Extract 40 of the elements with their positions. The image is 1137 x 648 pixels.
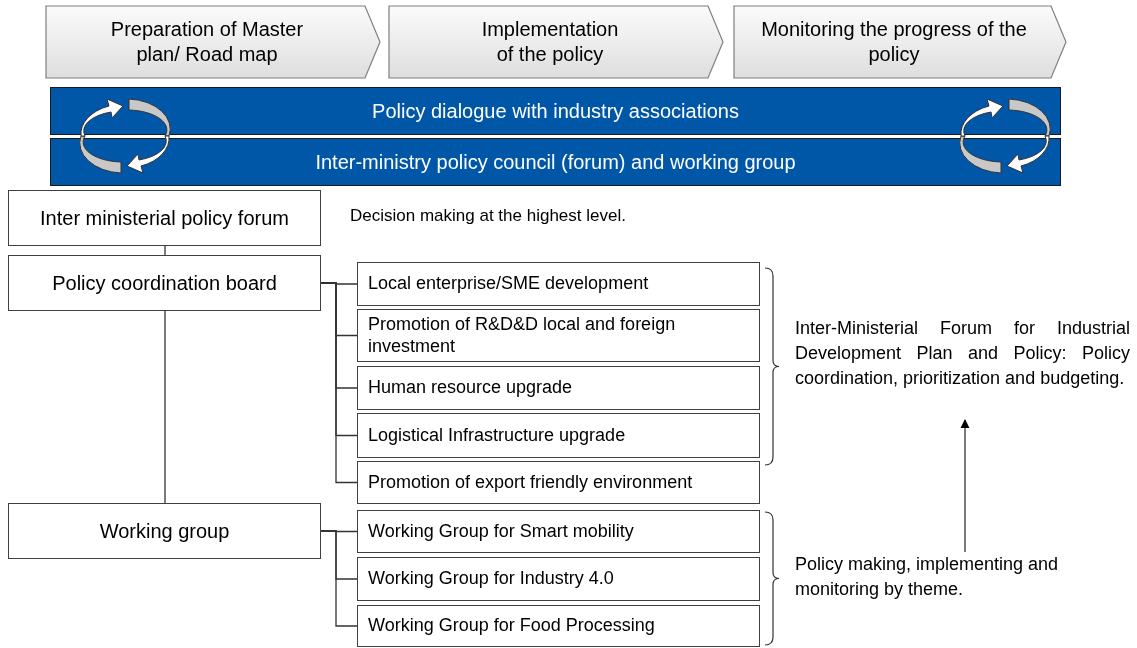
policy-band xyxy=(50,87,1061,135)
task-box xyxy=(357,366,760,410)
task-box xyxy=(357,605,760,647)
band-label: Inter-ministry policy council (forum) and working group xyxy=(315,150,796,174)
task-box xyxy=(357,413,760,458)
process-stage-banner xyxy=(733,5,1067,79)
note-text: Inter-Ministerial Forum for Industrial Development Plan and Policy: Policy coordination, prioritization and budgeting. xyxy=(795,317,1130,391)
box-label: Working Group for Smart mobility xyxy=(368,520,634,543)
band-label: Policy dialogue with industry associations xyxy=(372,99,739,123)
organization-box xyxy=(8,255,321,311)
note-text: Policy making, implementing and monitoring by theme. xyxy=(795,553,1060,602)
box-label: Logistical Infrastructure upgrade xyxy=(368,424,626,447)
connector-line xyxy=(320,282,358,484)
connector-line xyxy=(164,310,166,504)
box-label: Inter ministerial policy forum xyxy=(40,206,289,230)
connector-line xyxy=(164,245,166,256)
box-label: Promotion of export friendly environment xyxy=(368,471,693,494)
organization-box xyxy=(8,190,321,246)
task-box xyxy=(357,309,760,362)
box-label: Working Group for Food Processing xyxy=(368,615,655,637)
policy-band xyxy=(50,138,1061,186)
box-label: Working Group for Industry 4.0 xyxy=(368,568,614,590)
connector-line xyxy=(320,530,358,627)
task-box xyxy=(357,461,760,504)
box-label: Human resource upgrade xyxy=(368,377,573,399)
box-label: Working group xyxy=(99,519,230,543)
box-label: Promotion of R&D&D local and foreign investment xyxy=(368,313,677,358)
process-stage-banner xyxy=(388,5,724,79)
task-box xyxy=(357,262,760,306)
organization-box xyxy=(8,503,321,559)
task-box xyxy=(357,557,760,601)
box-label: Policy coordination board xyxy=(52,271,277,295)
stage-label: Preparation of Master plan/ Road map xyxy=(109,17,305,67)
stage-label: Monitoring the progress of the policy xyxy=(760,17,1028,67)
arrow xyxy=(960,419,970,553)
side-note: Decision making at the highest level. xyxy=(350,206,626,226)
task-box xyxy=(357,510,760,553)
box-label: Local enterprise/SME development xyxy=(368,273,649,295)
process-stage-banner xyxy=(45,5,381,79)
stage-label: Implementation of the policy xyxy=(480,17,620,67)
